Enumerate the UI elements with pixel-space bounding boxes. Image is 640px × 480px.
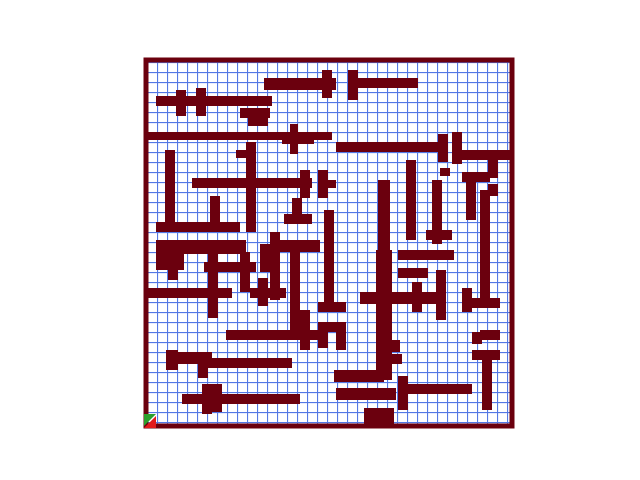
maze-wall-segment [246, 142, 256, 232]
maze-wall-segment [480, 330, 500, 340]
maze-wall-segment [472, 350, 500, 360]
maze-wall-segment [360, 292, 440, 304]
maze-wall-segment [440, 168, 450, 176]
maze-wall-segment [406, 160, 416, 240]
maze-wall-segment [250, 288, 286, 298]
maze-wall-segment [214, 394, 300, 404]
maze-wall-segment [488, 184, 498, 196]
maze-wall-segment [318, 302, 346, 312]
maze-wall-segment [240, 252, 250, 292]
maze-wall-segment [290, 250, 300, 330]
maze-wall-segment [320, 180, 336, 188]
maze-wall-segment [334, 370, 384, 382]
maze-wall-segment [462, 172, 490, 182]
maze-wall-segment [352, 78, 418, 88]
maze-wall-segment [452, 132, 462, 164]
maze-wall-segment [300, 310, 310, 350]
maze-wall-segment [466, 180, 476, 220]
maze-wall-segment [156, 240, 246, 254]
maze-wall-segment [165, 150, 175, 230]
maze-wall-segment [376, 340, 400, 352]
maze-wall-segment [176, 90, 186, 116]
maze-wall-segment [482, 360, 492, 410]
maze-wall-segment [236, 150, 246, 158]
maze-wall-segment [322, 70, 332, 98]
maze-wall-segment [436, 270, 446, 320]
maze-wall-segment [382, 354, 402, 364]
maze-wall-segment [198, 352, 208, 378]
maze-wall-segment [438, 134, 448, 162]
maze-wall-segment [336, 322, 346, 350]
maze-wall-segment [168, 254, 178, 280]
maze-wall-segment [148, 288, 232, 298]
maze-wall-segment [208, 358, 292, 368]
maze-wall-segment [196, 88, 206, 116]
maze-wall-segment [398, 268, 428, 278]
maze-wall-segment [336, 388, 396, 400]
maze-wall-segment [324, 210, 334, 310]
maze-wall-segment [240, 108, 270, 118]
maze-wall-segment [364, 408, 394, 426]
maze-wall-segment [480, 190, 490, 300]
maze-wall-segment [412, 282, 422, 312]
maze-wall-segment [198, 222, 232, 232]
maze-wall-segment [208, 248, 218, 318]
maze-wall-segment [462, 150, 510, 160]
maze-wall-segment [284, 214, 312, 224]
maze-wall-segment [426, 230, 452, 240]
maze-wall-segment [398, 250, 454, 260]
maze-wall-segment [260, 244, 270, 272]
maze-wall-segment [282, 136, 314, 144]
maze-wall-segment [202, 384, 212, 414]
maze-wall-segment [156, 96, 192, 106]
maze-wall-segment [472, 332, 482, 344]
maze-wall-segment [336, 142, 440, 152]
maze-wall-segment [248, 118, 268, 126]
maze-wall-segment [398, 384, 472, 394]
maze-wall-segment [300, 170, 310, 198]
maze-wall-segment [470, 298, 500, 308]
